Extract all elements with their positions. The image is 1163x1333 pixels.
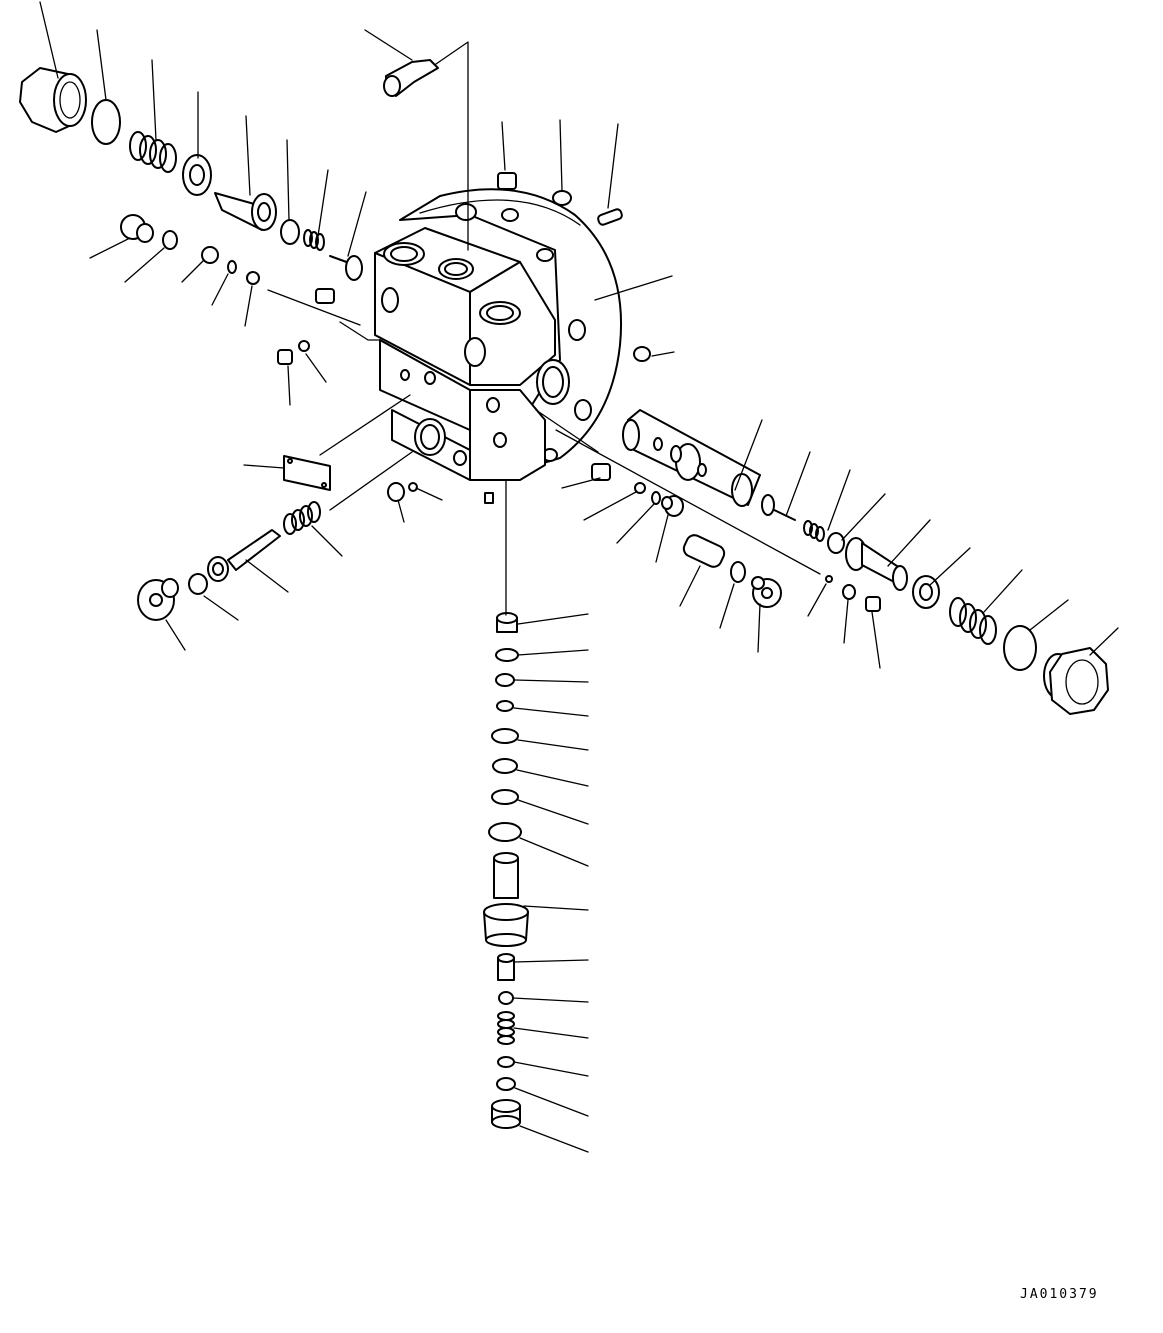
o-ring (91, 99, 121, 145)
spring-right-large (949, 597, 997, 645)
poppet-right (761, 494, 796, 521)
spring (129, 131, 177, 173)
pin-right-lower (682, 534, 726, 568)
valve-block-upper (374, 227, 570, 405)
o-ring (1003, 625, 1037, 671)
plug-small-center (387, 482, 405, 502)
spool-sleeve-right (622, 409, 761, 507)
leader-lines (39, 1, 1119, 1153)
nut (498, 991, 514, 1005)
o-ring (280, 219, 300, 245)
backup-ring (495, 648, 519, 662)
pin (315, 288, 335, 304)
ball-mid-left (298, 340, 310, 352)
o-ring (162, 230, 178, 250)
o-ring-small (496, 1077, 516, 1091)
spool (214, 192, 277, 231)
spool-lower-left (207, 529, 281, 582)
relief-valve-body (483, 852, 529, 947)
plug-top-right (552, 190, 572, 206)
pin-top-right (597, 208, 623, 226)
ball-right-lower (825, 575, 833, 583)
plug-right-lower (751, 576, 782, 608)
plug-right (661, 495, 684, 517)
o-ring-right (730, 561, 746, 583)
plug-top (497, 172, 517, 190)
o-ring (188, 573, 208, 595)
plug-small-right (842, 584, 856, 600)
spring-lower-left (283, 501, 321, 535)
spool-right (845, 537, 908, 591)
name-plate (283, 455, 331, 491)
o-ring (827, 532, 845, 554)
o-ring-small (227, 260, 237, 274)
spring-vertical (497, 1011, 515, 1045)
spring (303, 229, 325, 251)
motor-flange-housing (399, 188, 623, 471)
backup-ring (491, 789, 519, 805)
plug-small (201, 246, 219, 264)
adjusting-screw (497, 953, 515, 981)
plug-small-right-2 (865, 596, 881, 612)
hex-plug-lower-right (1043, 647, 1109, 715)
seat (496, 612, 518, 633)
poppet (329, 255, 363, 281)
cap-plug-bottom (491, 1099, 521, 1129)
spring-right (803, 520, 825, 542)
ball-right-mid (634, 482, 646, 494)
plug-right-upper (633, 346, 651, 362)
o-ring-small (651, 491, 661, 505)
backup-ring (491, 728, 519, 744)
plug-right-mid (591, 463, 611, 481)
relief-valve-stack (483, 612, 529, 1129)
hex-plug-upper-left (19, 67, 87, 133)
plug-left (120, 214, 154, 243)
o-ring-large (488, 822, 522, 842)
ball-small-center (408, 482, 418, 492)
cap-screw-top (383, 59, 439, 97)
ball (246, 271, 260, 285)
washer (182, 154, 212, 196)
o-ring (495, 673, 515, 687)
washer-right (912, 575, 940, 609)
valve-block-lower (379, 339, 546, 504)
figure-code: JA010379 (1020, 1287, 1099, 1302)
plug-lower-left (137, 578, 179, 621)
o-ring (496, 700, 514, 712)
plug-mid-left (277, 349, 293, 365)
o-ring-small (497, 1056, 515, 1068)
o-ring (492, 758, 518, 774)
